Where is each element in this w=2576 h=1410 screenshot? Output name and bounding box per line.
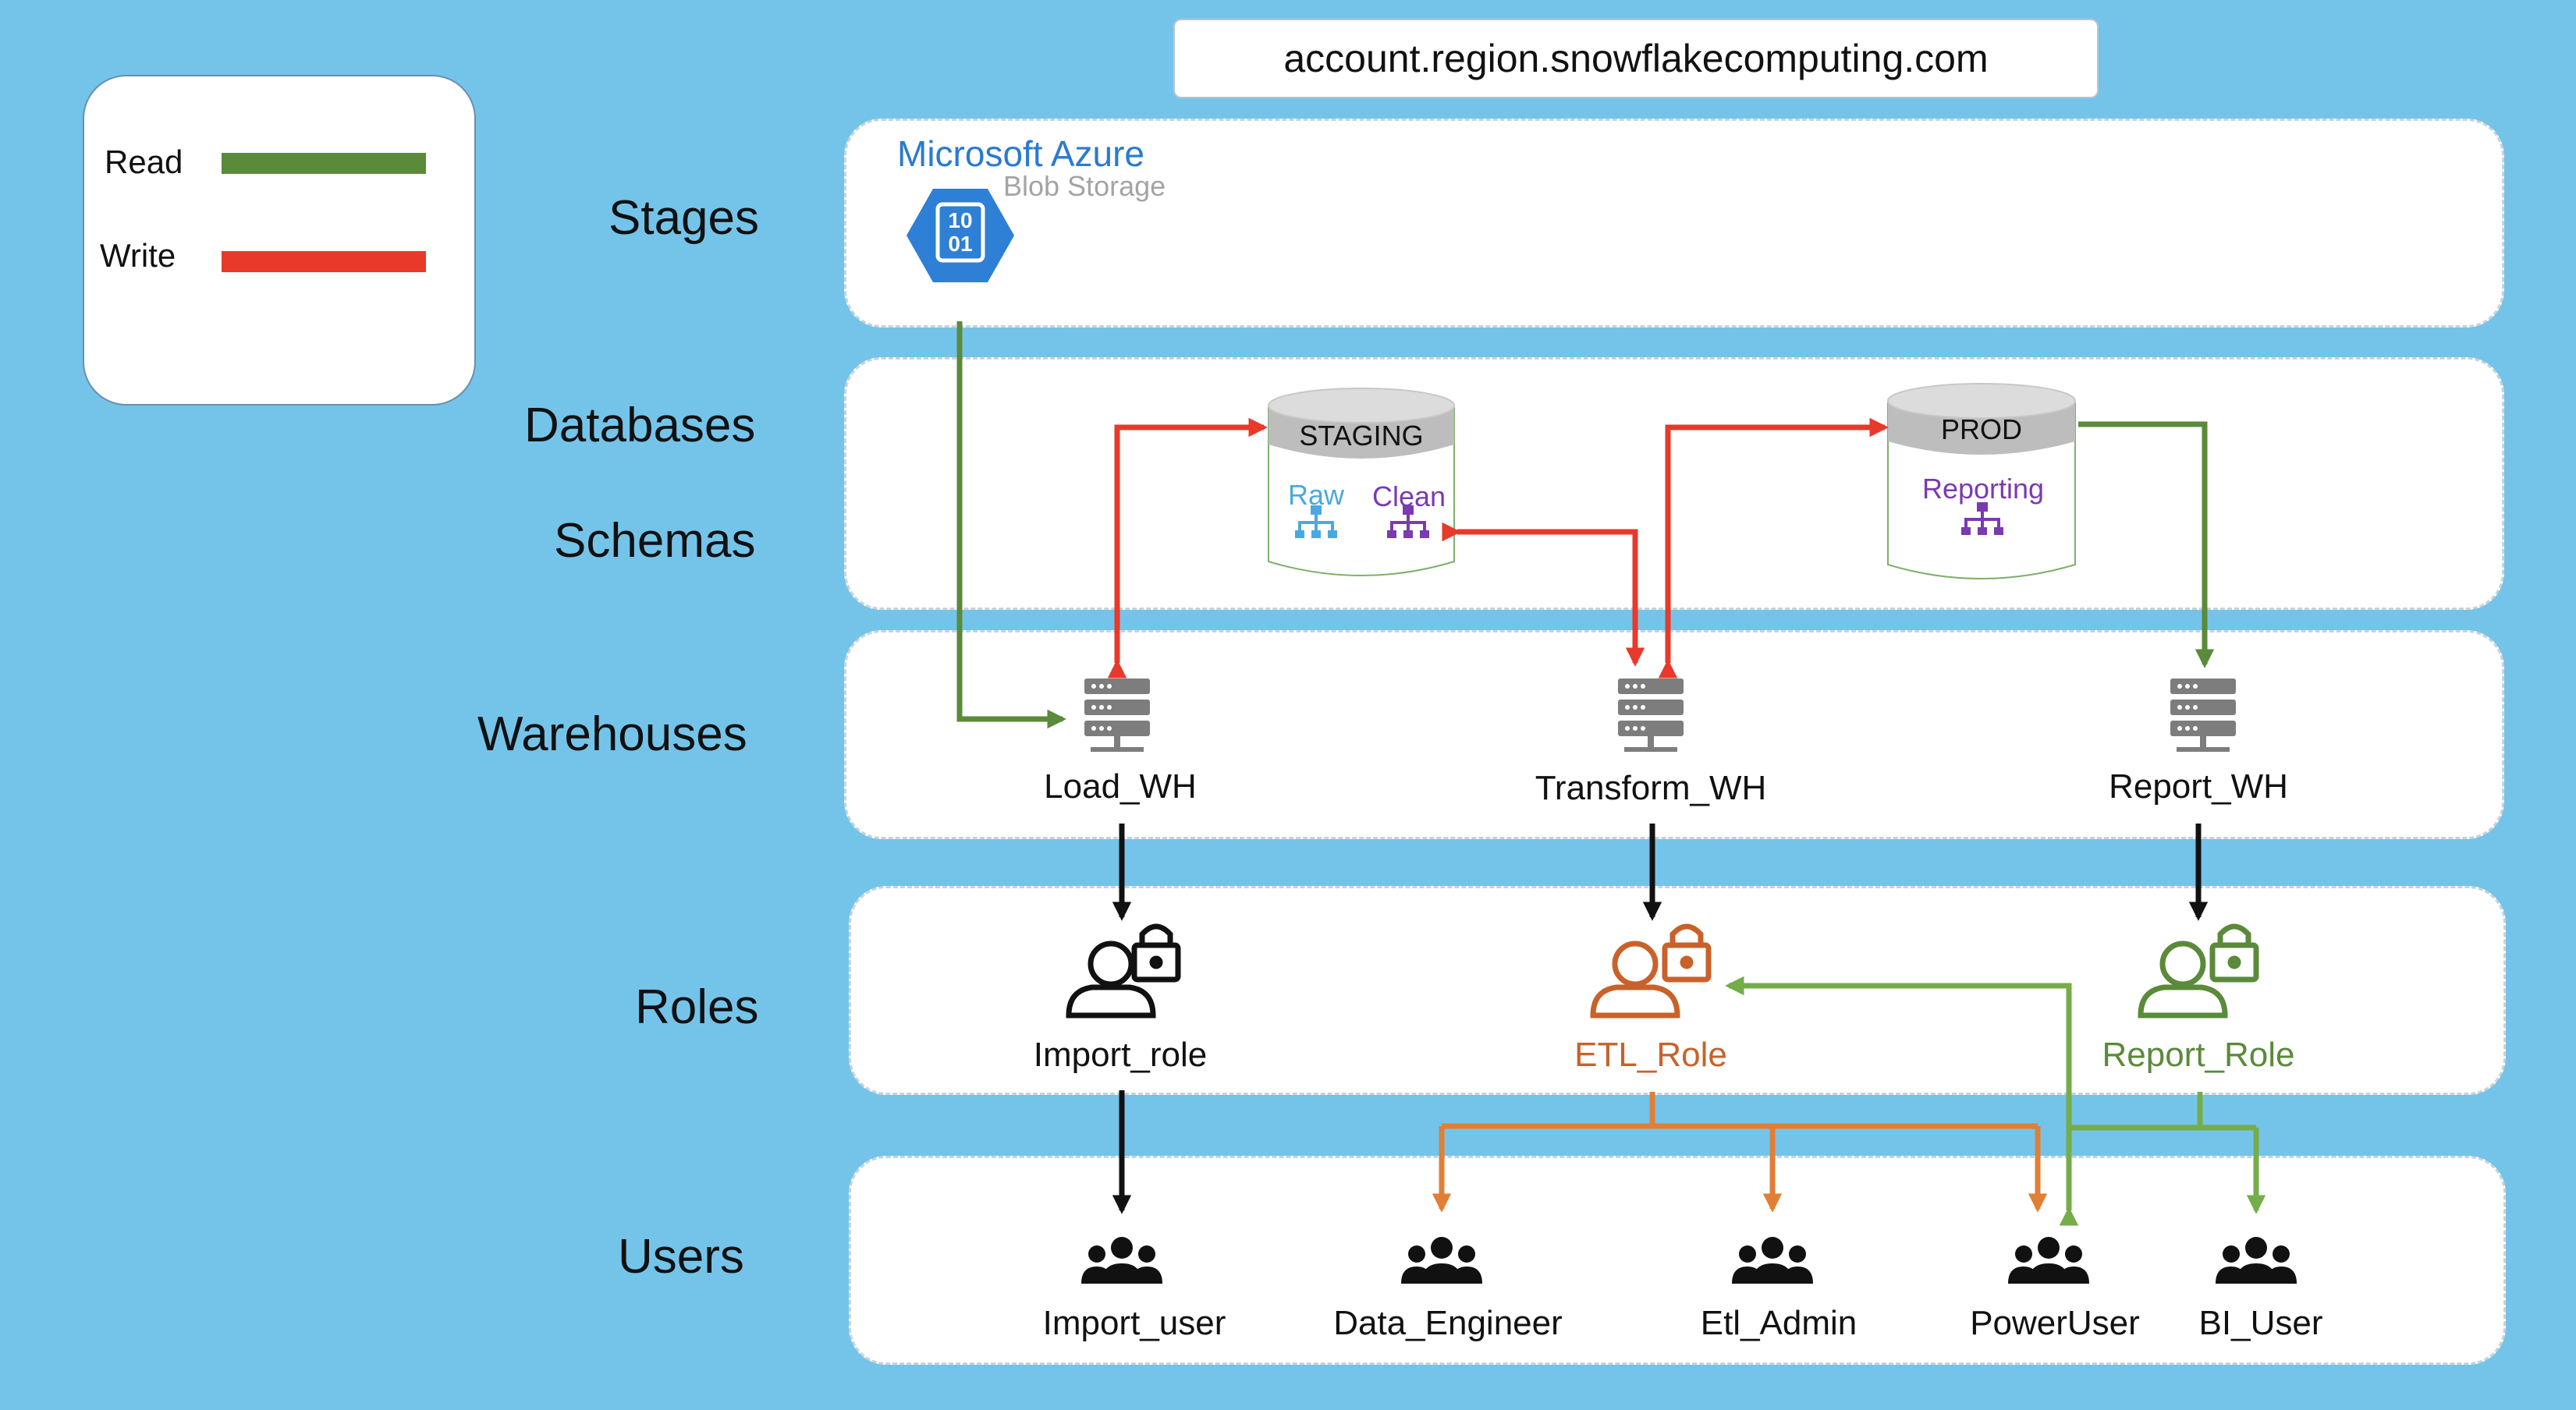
- warehouses-label: Warehouses: [477, 707, 747, 761]
- transform-wh-server-icon: [1618, 678, 1684, 752]
- schemas-label: Schemas: [554, 514, 756, 568]
- load-wh-server-icon: [1084, 678, 1150, 752]
- stages-band: [844, 119, 2504, 328]
- report-wh-server-icon: [2170, 678, 2236, 752]
- azure-title: Microsoft Azure: [897, 133, 1144, 174]
- data-engineer-label: Data_Engineer: [1333, 1304, 1563, 1342]
- clean-schema-label: Clean: [1371, 480, 1446, 512]
- users-label: Users: [618, 1230, 744, 1284]
- legend-write-label: Write: [100, 237, 176, 274]
- etl-admin-group-icon: [1732, 1237, 1813, 1284]
- staging-db-title: STAGING: [1299, 420, 1424, 452]
- write-transform-wh-prod: [1658, 417, 1889, 678]
- read-prod-to-report-wh: [2078, 421, 2215, 668]
- report-role-label: Report_Role: [2102, 1036, 2295, 1074]
- bi-user-group-icon: [2216, 1237, 2297, 1284]
- poweruser-to-etl-role: [1725, 976, 2079, 1226]
- account-url: account.region.snowflakecomputing.com: [1173, 19, 2099, 98]
- poweruser-group-icon: [2008, 1237, 2089, 1284]
- legend-read-label: Read: [105, 143, 183, 180]
- prod-db-title: PROD: [1940, 413, 2023, 445]
- legend: Read Write: [83, 75, 476, 406]
- databases-label: Databases: [524, 399, 756, 452]
- prod-database-cylinder: [1887, 383, 2076, 579]
- transform-wh-label: Transform_WH: [1535, 769, 1767, 807]
- raw-schema-label: Raw: [1287, 479, 1345, 511]
- blob-storage-icon: [907, 189, 1014, 282]
- etl-role-user-lock-icon: [1590, 923, 1712, 1019]
- bi-user-label: BI_User: [2198, 1304, 2323, 1342]
- import-role-user-lock-icon: [1066, 923, 1181, 1019]
- blob-icon-text: 10 01: [927, 209, 994, 256]
- blob-icon-text-value: 10 01: [948, 208, 973, 256]
- write-transform-wh-clean: [1442, 522, 1645, 667]
- azure-subtitle: Blob Storage: [1003, 170, 1166, 202]
- report-role-user-lock-icon: [2138, 923, 2259, 1019]
- read-stage-to-load-wh: [956, 321, 1066, 729]
- poweruser-label: PowerUser: [1970, 1304, 2140, 1342]
- import-role-label: Import_role: [1033, 1036, 1208, 1074]
- import-user-label: Import_user: [1042, 1304, 1226, 1342]
- write-load-wh-staging: [1107, 417, 1268, 678]
- load-wh-label: Load_WH: [1044, 767, 1197, 806]
- reporting-schema-label: Reporting: [1921, 473, 2045, 505]
- data-engineer-group-icon: [1401, 1237, 1482, 1284]
- stages-label: Stages: [609, 191, 760, 245]
- etl-admin-label: Etl_Admin: [1700, 1304, 1857, 1342]
- import-user-group-icon: [1081, 1237, 1162, 1284]
- roles-label: Roles: [635, 980, 759, 1034]
- legend-read-line: [222, 153, 426, 174]
- legend-write-line: [222, 251, 426, 272]
- etl-role-label: ETL_Role: [1574, 1036, 1727, 1074]
- report-wh-label: Report_WH: [2109, 767, 2288, 806]
